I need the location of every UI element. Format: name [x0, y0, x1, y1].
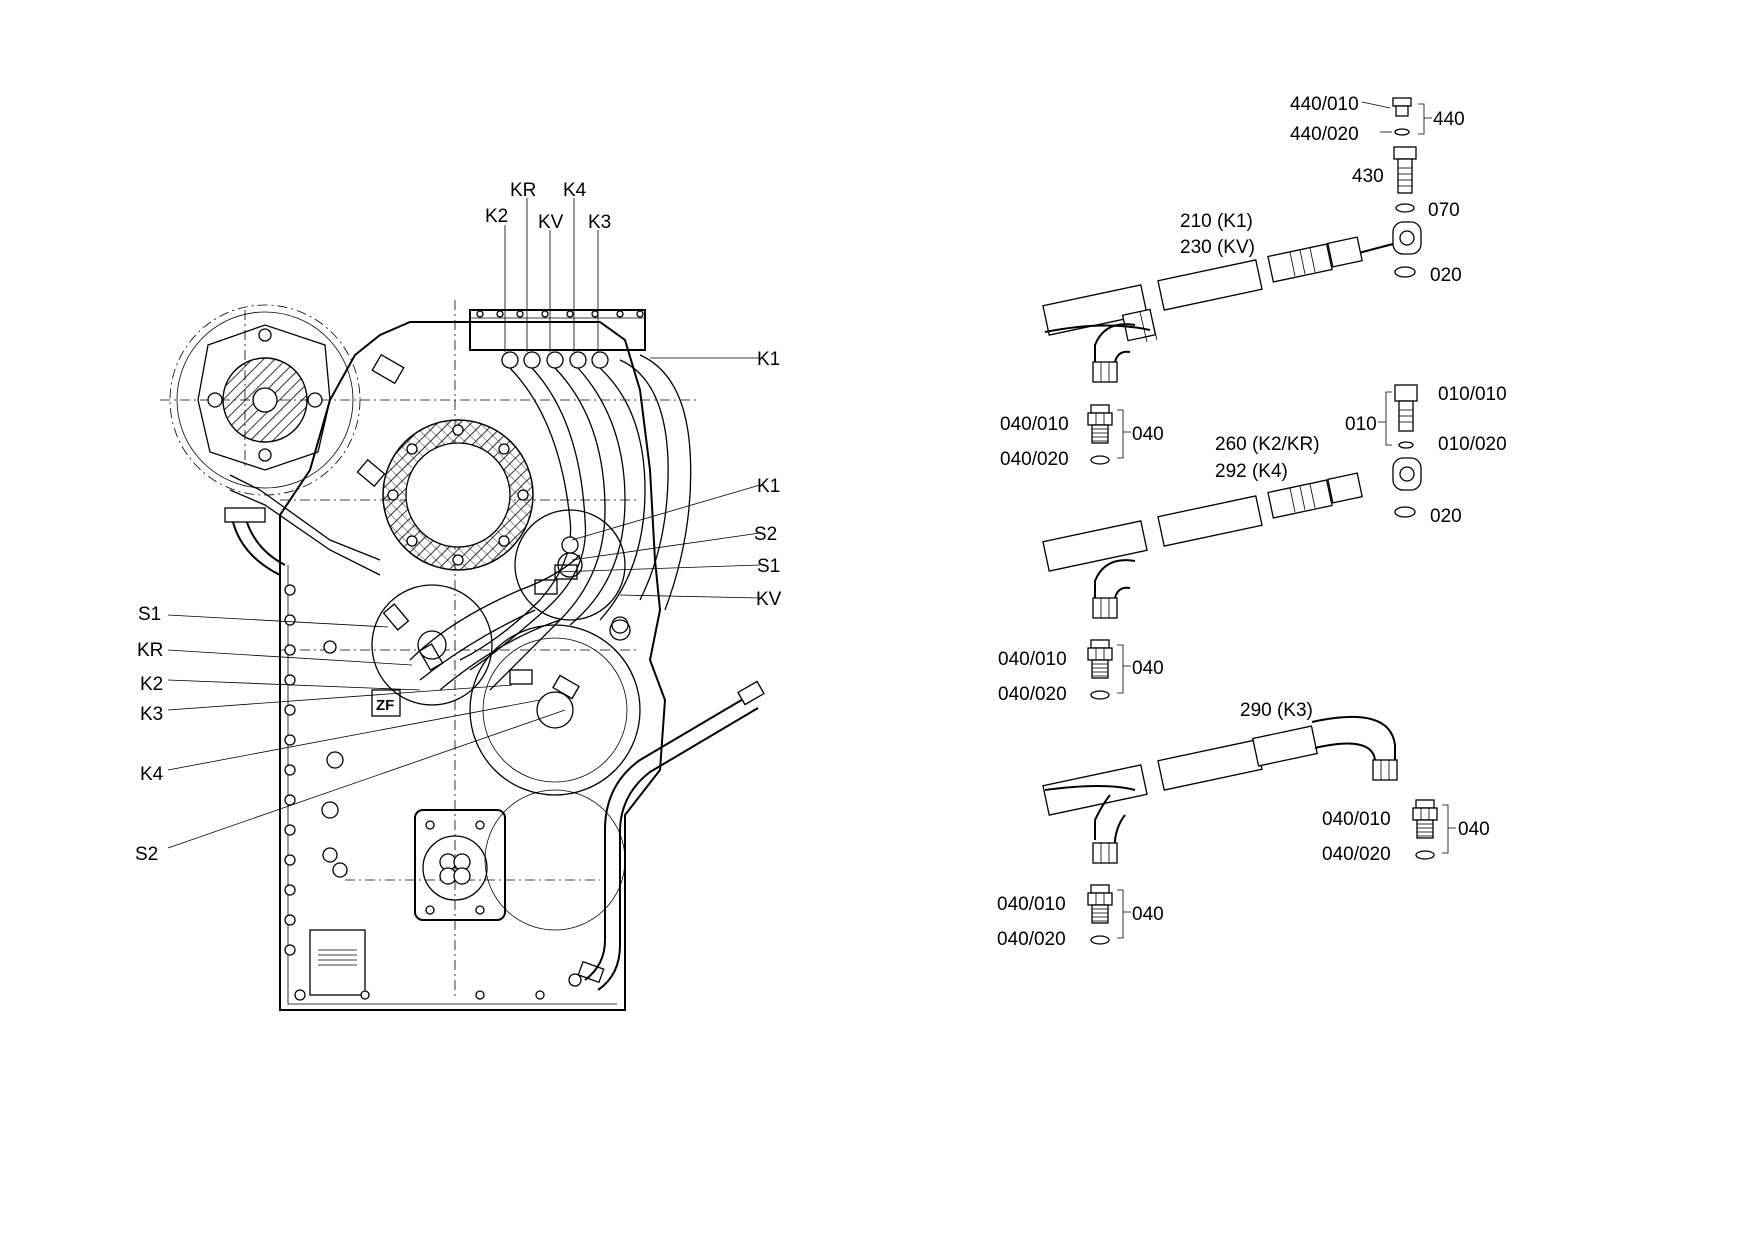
a2-adapter-group: 040: [1132, 658, 1164, 679]
a3-adapter-r-group: 040: [1458, 819, 1490, 840]
a1-adapter-group: 040: [1132, 424, 1164, 445]
a3-adapter-r-b: 040/020: [1322, 844, 1391, 865]
a2-bolt-group: 010: [1345, 414, 1377, 435]
label-right-s1: S1: [757, 556, 780, 577]
a1-seal-bottom: 020: [1430, 265, 1462, 286]
label-right-k1-upper: K1: [757, 349, 780, 370]
a3-adapter-l-a: 040/010: [997, 894, 1066, 915]
label-top-k3: K3: [588, 212, 611, 233]
a3-adapter-l-group: 040: [1132, 904, 1164, 925]
a1-screw-a: 440/010: [1290, 94, 1359, 115]
a2-bolt-b: 010/020: [1438, 434, 1507, 455]
housing-leaders: [167, 198, 761, 849]
label-left-s1: S1: [138, 604, 161, 625]
a3-adapter-l-b: 040/020: [997, 929, 1066, 950]
label-top-k4: K4: [563, 180, 587, 201]
a3-adapter-r-a: 040/010: [1322, 809, 1391, 830]
label-left-s2: S2: [135, 844, 158, 865]
a1-screw-b: 440/020: [1290, 124, 1359, 145]
label-top-kv: KV: [538, 212, 564, 233]
gearbox-housing: ZF: [160, 300, 765, 1011]
label-right-k1-lower: K1: [757, 476, 780, 497]
a2-bolt-a: 010/010: [1438, 384, 1507, 405]
a2-seal: 020: [1430, 506, 1462, 527]
hose-assembly-2: 260 (K2/KR) 292 (K4) 010 010/010 010/020…: [998, 384, 1507, 705]
a2-line2: 292 (K4): [1215, 461, 1288, 482]
label-right-kv: KV: [756, 589, 782, 610]
label-top-kr: KR: [510, 180, 536, 201]
hose-assembly-3: 290 (K3) 040/010 040/020 040 040/010 040…: [997, 700, 1490, 950]
a1-screw-group: 440: [1433, 109, 1465, 130]
a2-adapter-a: 040/010: [998, 649, 1067, 670]
a1-adapter-b: 040/020: [1000, 449, 1069, 470]
a1-seal-top: 070: [1428, 200, 1460, 221]
label-left-k2: K2: [140, 674, 163, 695]
label-left-kr: KR: [137, 640, 163, 661]
hose-assembly-1: 210 (K1) 230 (KV) 440/010 440/020 440 43…: [1000, 94, 1465, 470]
label-top-k2: K2: [485, 206, 508, 227]
a3-line1: 290 (K3): [1240, 700, 1313, 721]
housing-right-labels: K1 K1 S2 S1 KV: [754, 349, 782, 610]
housing-top-labels: K2 KR KV K4 K3: [485, 180, 611, 233]
a1-line1: 210 (K1): [1180, 211, 1253, 232]
a1-adapter-a: 040/010: [1000, 414, 1069, 435]
label-left-k4: K4: [140, 764, 164, 785]
label-left-k3: K3: [140, 704, 163, 725]
zf-logo: ZF: [376, 697, 394, 714]
a2-line1: 260 (K2/KR): [1215, 434, 1320, 455]
a1-bolt: 430: [1352, 166, 1384, 187]
label-right-s2: S2: [754, 524, 777, 545]
a2-adapter-b: 040/020: [998, 684, 1067, 705]
a1-line2: 230 (KV): [1180, 237, 1255, 258]
housing-left-labels: S1 KR K2 K3 K4 S2: [135, 604, 164, 865]
